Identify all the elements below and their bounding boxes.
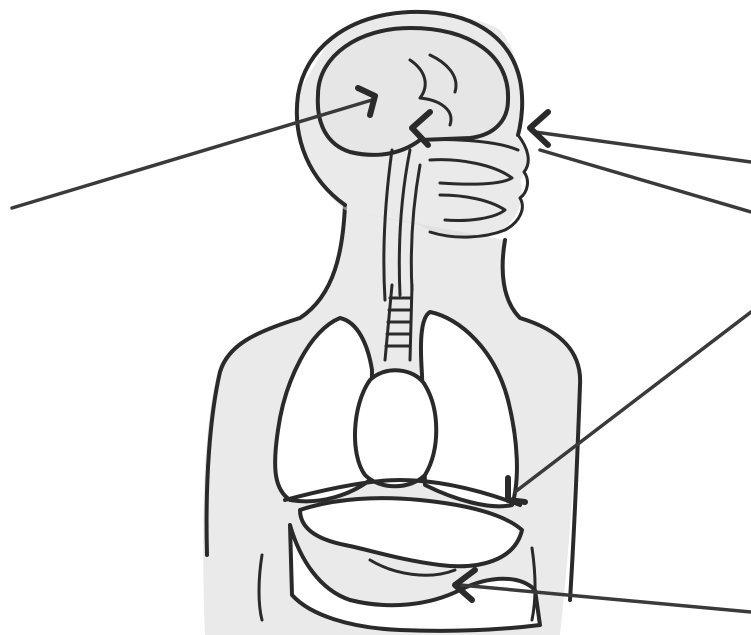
arrowhead-nose [530, 112, 548, 145]
heart [355, 370, 436, 486]
brain [318, 28, 508, 155]
